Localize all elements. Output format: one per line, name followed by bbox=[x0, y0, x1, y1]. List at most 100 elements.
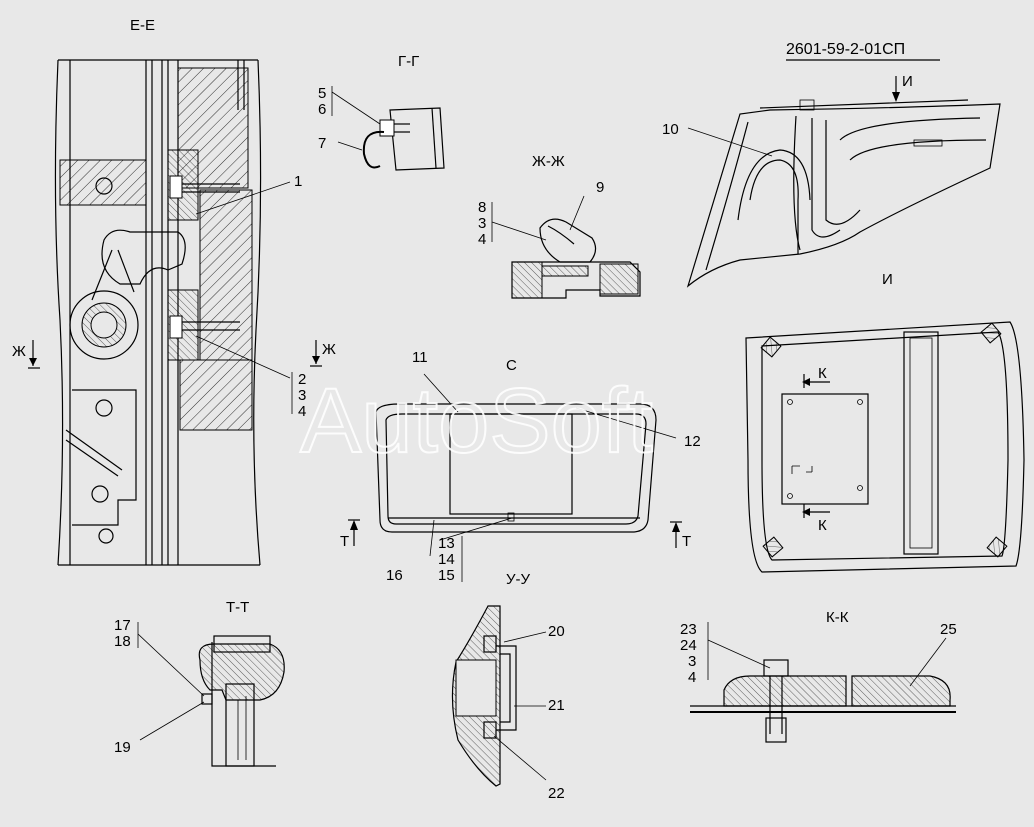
callout-24: 24 bbox=[680, 637, 697, 654]
view-zhzh: Ж-Ж 9 8 3 4 bbox=[478, 153, 641, 299]
ee-hatched-block bbox=[177, 67, 249, 189]
i-inner-frame bbox=[761, 331, 1009, 561]
tt-screw bbox=[201, 693, 213, 705]
callout-15: 15 bbox=[438, 567, 455, 584]
ee-hole bbox=[95, 177, 113, 195]
callout-9: 9 bbox=[596, 179, 604, 196]
callout-5: 5 bbox=[318, 85, 326, 102]
ee-hatched-block bbox=[179, 359, 253, 431]
zhzh-spring bbox=[541, 265, 589, 277]
leader bbox=[195, 335, 291, 379]
i-screw bbox=[857, 485, 863, 491]
ee-hole bbox=[95, 399, 113, 417]
zhzh-hatch bbox=[511, 261, 543, 299]
ee-hatched-block bbox=[59, 159, 147, 206]
c-outer-frame bbox=[375, 403, 657, 533]
callout-2: 2 bbox=[298, 371, 306, 388]
view-i: И К К bbox=[745, 271, 1025, 573]
leader bbox=[687, 127, 773, 157]
i-marks bbox=[791, 465, 813, 474]
kk-seal-left bbox=[723, 675, 847, 707]
callout-4: 4 bbox=[478, 231, 486, 248]
leader bbox=[909, 637, 947, 687]
door-corner-edge bbox=[825, 120, 861, 225]
i-hinge-strip-inner bbox=[909, 337, 933, 549]
ee-bolt-head bbox=[169, 175, 183, 199]
ee-bracket bbox=[167, 289, 199, 361]
kk-nut bbox=[763, 659, 789, 677]
view-kk-title: К-К bbox=[826, 609, 849, 626]
i-screw bbox=[787, 399, 793, 405]
view-ee: Е-Е bbox=[12, 17, 336, 566]
leader bbox=[493, 735, 547, 781]
callout-22: 22 bbox=[548, 785, 565, 802]
view-kk: К-К 23 24 3 4 25 bbox=[680, 609, 957, 743]
tt-seal bbox=[198, 643, 285, 701]
zhzh-hatch bbox=[599, 263, 639, 295]
callout-3: 3 bbox=[688, 653, 696, 670]
zhzh-latch-line bbox=[547, 225, 575, 245]
marker-arrow-head bbox=[29, 358, 37, 366]
i-corner bbox=[986, 536, 1008, 558]
ee-hinge-lever bbox=[101, 229, 186, 285]
callout-19: 19 bbox=[114, 739, 131, 756]
ee-roller-axle bbox=[90, 311, 118, 339]
ee-roller bbox=[69, 290, 139, 360]
marker-arrow-head bbox=[802, 508, 810, 516]
i-outer-frame bbox=[745, 321, 1025, 573]
ee-spring bbox=[117, 249, 135, 293]
i-plate bbox=[781, 393, 869, 505]
callout-17: 17 bbox=[114, 617, 131, 634]
callout-4: 4 bbox=[298, 403, 306, 420]
ee-hole bbox=[91, 485, 109, 503]
view-i-title: И bbox=[882, 271, 893, 288]
kk-bolt-head bbox=[765, 717, 787, 743]
door-corner-seal bbox=[759, 99, 969, 109]
door-corner-arc bbox=[749, 159, 799, 254]
section-marker-zh-left: Ж bbox=[12, 343, 26, 360]
callout-11: 11 bbox=[412, 349, 428, 366]
i-screw bbox=[787, 493, 793, 499]
ee-bolt-head bbox=[169, 315, 183, 339]
i-corner bbox=[980, 322, 1002, 344]
section-marker-t-left: Т bbox=[340, 533, 349, 550]
ee-lock-body bbox=[72, 389, 137, 526]
ee-right-break bbox=[253, 59, 262, 566]
section-marker-k-top: К bbox=[818, 365, 827, 382]
leader bbox=[491, 221, 547, 241]
c-inner-frame bbox=[385, 413, 647, 525]
view-uu-title: У-У bbox=[506, 571, 531, 588]
marker-arrow-head bbox=[672, 522, 680, 532]
gg-bolt-head bbox=[379, 119, 395, 137]
marker-arrow-head bbox=[312, 356, 320, 364]
door-corner-catch bbox=[799, 99, 815, 111]
leader bbox=[569, 195, 585, 231]
leader bbox=[503, 631, 547, 643]
callout-20: 20 bbox=[548, 623, 565, 640]
i-hinge-strip bbox=[903, 331, 939, 555]
gg-profile bbox=[389, 107, 445, 171]
tt-glass bbox=[225, 683, 255, 767]
door-corner-clip bbox=[913, 139, 943, 147]
c-latch bbox=[507, 512, 515, 522]
callout-7: 7 bbox=[318, 135, 326, 152]
view-c-title: С bbox=[506, 357, 517, 374]
view-ee-title: Е-Е bbox=[130, 17, 155, 34]
section-marker-zh-right: Ж bbox=[322, 341, 336, 358]
marker-arrow-head bbox=[892, 92, 900, 102]
marker-arrow-head bbox=[802, 378, 810, 386]
callout-8: 8 bbox=[478, 199, 486, 216]
door-corner-edge bbox=[839, 117, 981, 141]
leader bbox=[137, 633, 205, 697]
door-corner-edge bbox=[849, 139, 987, 161]
leader bbox=[439, 517, 513, 541]
uu-cover-inner bbox=[500, 653, 511, 723]
ee-nut bbox=[98, 528, 114, 544]
callout-4: 4 bbox=[688, 669, 696, 686]
i-corner bbox=[762, 536, 784, 558]
callout-1: 1 bbox=[294, 173, 302, 190]
leader bbox=[423, 373, 459, 413]
leader bbox=[575, 407, 677, 439]
